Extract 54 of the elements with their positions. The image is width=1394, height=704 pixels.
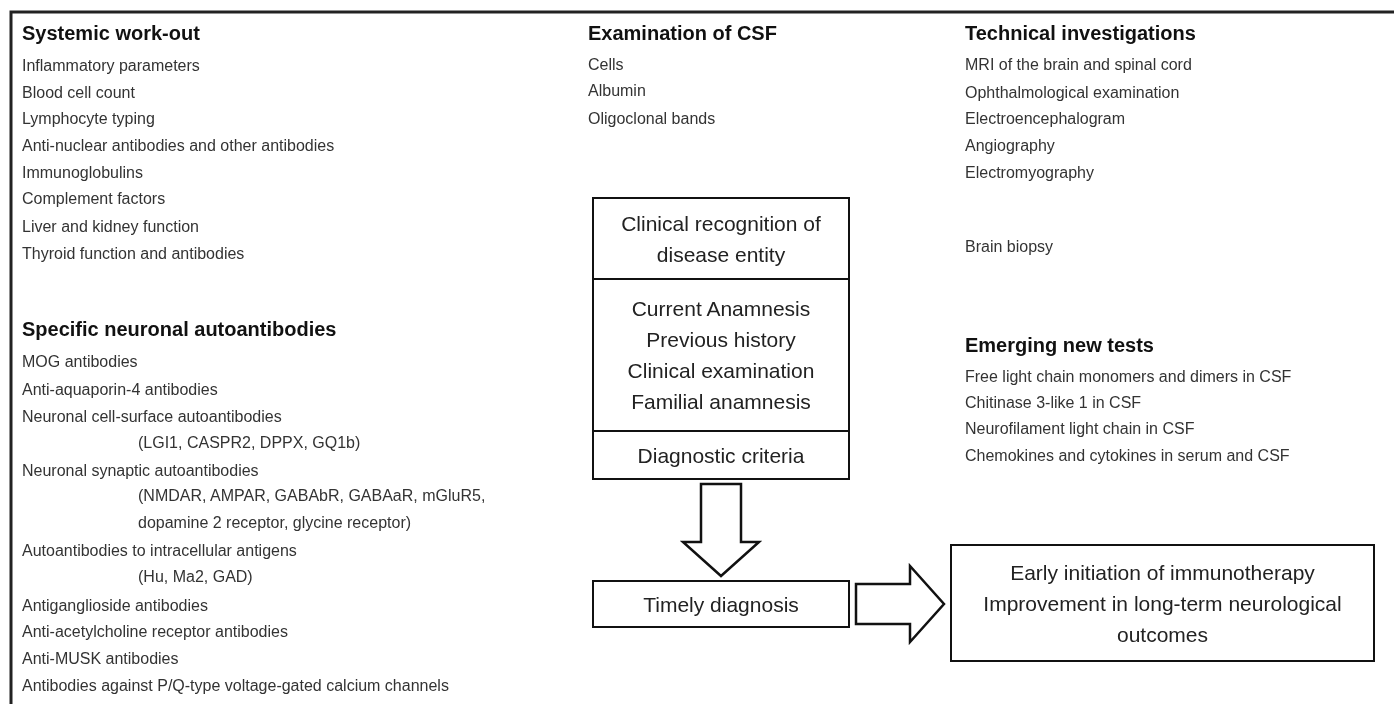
list-item: Antiganglioside antibodies bbox=[22, 595, 208, 616]
list-item: Lymphocyte typing bbox=[22, 108, 155, 129]
list-item: (LGI1, CASPR2, DPPX, GQ1b) bbox=[138, 432, 361, 453]
process-box bbox=[592, 430, 850, 480]
list-item: Liver and kidney function bbox=[22, 216, 199, 237]
list-item: (Hu, Ma2, GAD) bbox=[138, 566, 253, 587]
list-item: Complement factors bbox=[22, 188, 166, 209]
block-arrow bbox=[679, 482, 763, 578]
block-arrow bbox=[854, 562, 946, 646]
box-text: Early initiation of immunotherapy bbox=[1009, 559, 1316, 586]
box-text: Previous history bbox=[645, 327, 797, 353]
list-item: Neurofilament light chain in CSF bbox=[965, 418, 1195, 439]
list-item: Anti-acetylcholine receptor antibodies bbox=[22, 621, 288, 642]
list-item: Albumin bbox=[588, 80, 646, 101]
box-text: Improvement in long-term neurological outcomes bbox=[982, 590, 1343, 648]
list-item: Oligoclonal bands bbox=[588, 108, 716, 129]
section-heading: Specific neuronal autoantibodies bbox=[22, 317, 337, 342]
box-text: Timely diagnosis bbox=[642, 591, 800, 618]
list-item: Thyroid function and antibodies bbox=[22, 243, 245, 264]
list-item: MOG antibodies bbox=[22, 351, 138, 372]
list-item: Anti-MUSK antibodies bbox=[22, 648, 179, 669]
section-heading: Emerging new tests bbox=[965, 333, 1154, 358]
list-item: Ophthalmological examination bbox=[965, 82, 1180, 103]
process-box bbox=[592, 197, 850, 280]
list-item: Neuronal synaptic autoantibodies bbox=[22, 460, 259, 481]
list-item: Free light chain monomers and dimers in CSF bbox=[965, 366, 1292, 387]
list-item: Antibodies against P/Q-type voltage-gated calcium channels bbox=[22, 675, 449, 696]
outcome-box bbox=[950, 544, 1375, 662]
list-item: Chitinase 3-like 1 in CSF bbox=[965, 392, 1142, 413]
list-item: Electroencephalogram bbox=[965, 108, 1126, 129]
section-heading: Examination of CSF bbox=[588, 21, 777, 46]
box-text: Clinical recognition of disease entity bbox=[620, 210, 822, 268]
list-item: Immunoglobulins bbox=[22, 162, 143, 183]
list-item: Chemokines and cytokines in serum and CSF bbox=[965, 445, 1290, 466]
box-text: Familial anamnesis bbox=[630, 389, 812, 415]
process-box bbox=[592, 278, 850, 432]
list-item: Electromyography bbox=[965, 162, 1094, 183]
list-item: Angiography bbox=[965, 135, 1055, 156]
list-item: Inflammatory parameters bbox=[22, 55, 200, 76]
list-item: (NMDAR, AMPAR, GABAbR, GABAaR, mGluR5, dopamine 2 receptor, glycine receptor) bbox=[138, 485, 487, 533]
list-item: MRI of the brain and spinal cord bbox=[965, 54, 1192, 75]
process-box bbox=[592, 580, 850, 628]
box-text: Clinical examination bbox=[626, 358, 816, 384]
list-item: Blood cell count bbox=[22, 82, 135, 103]
list-item: Anti-aquaporin-4 antibodies bbox=[22, 379, 218, 400]
box-text: Current Anamnesis bbox=[630, 296, 812, 322]
box-text: Diagnostic criteria bbox=[636, 442, 806, 469]
list-item: Anti-nuclear antibodies and other antibodies bbox=[22, 135, 335, 156]
list-item: Cells bbox=[588, 54, 624, 75]
list-item: Neuronal cell-surface autoantibodies bbox=[22, 406, 282, 427]
section-heading: Systemic work-out bbox=[22, 21, 200, 46]
list-item: Autoantibodies to intracellular antigens bbox=[22, 540, 297, 561]
list-item: Brain biopsy bbox=[965, 236, 1054, 257]
section-heading: Technical investigations bbox=[965, 21, 1196, 46]
